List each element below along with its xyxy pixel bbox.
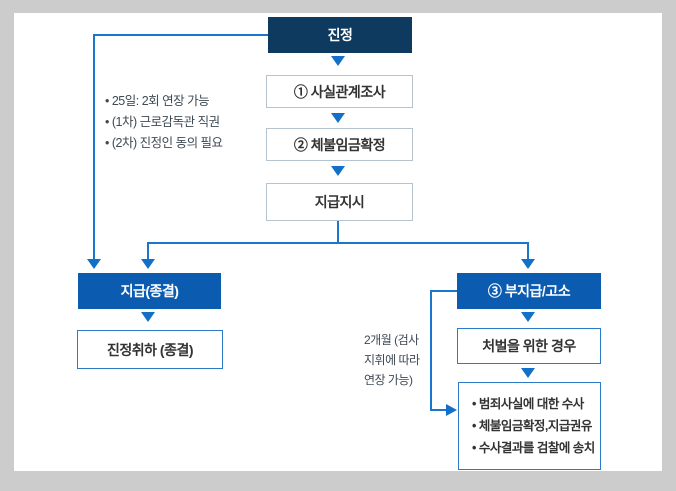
connector-line <box>430 409 446 411</box>
investigation-actions-node: • 범죄사실에 대한 수사 • 체불임금확정,지급권유 • 수사결과를 검찰에 … <box>458 382 601 470</box>
withdrawal-node: 진정취하 (종결) <box>77 330 223 369</box>
arrow-right-icon <box>446 404 457 416</box>
duration-note: 2개월 (검사 지휘에 따라 연장 가능) <box>364 330 420 390</box>
payment-order-node: 지급지시 <box>266 183 413 221</box>
connector-line <box>147 242 529 244</box>
fact-investigation-node: ① 사실관계조사 <box>266 75 413 108</box>
arrow-down-icon <box>331 56 345 66</box>
action-line: • 체불임금확정,지급권유 <box>472 419 592 433</box>
petition-start-node: 진정 <box>268 17 412 53</box>
arrow-down-icon <box>521 368 535 378</box>
connector-line <box>337 221 339 242</box>
connector-line <box>430 290 457 292</box>
arrow-down-icon <box>141 259 155 269</box>
nonpayment-accusation-node: ③ 부지급/고소 <box>457 273 601 309</box>
connector-line <box>527 242 529 260</box>
arrow-down-icon <box>521 312 535 322</box>
arrow-down-icon <box>331 113 345 123</box>
note-line: • (2차) 진정인 동의 필요 <box>105 136 223 150</box>
extension-note: • 25일: 2회 연장 가능 • (1차) 근로감독관 직권 • (2차) 진… <box>105 91 223 154</box>
arrow-down-icon <box>141 312 155 322</box>
note-line: • 25일: 2회 연장 가능 <box>105 94 210 108</box>
action-line: • 수사결과를 검찰에 송치 <box>472 441 595 455</box>
action-line: • 범죄사실에 대한 수사 <box>472 397 584 411</box>
note-line: 2개월 (검사 <box>364 333 419 347</box>
note-line: 지휘에 따라 <box>364 353 420 367</box>
wage-confirmation-node: ② 체불임금확정 <box>266 128 413 161</box>
connector-line <box>93 34 95 259</box>
connector-line <box>430 290 432 410</box>
connector-line <box>147 242 149 260</box>
punishment-case-node: 처벌을 위한 경우 <box>457 328 601 364</box>
arrow-down-icon <box>521 259 535 269</box>
payment-closure-node: 지급(종결) <box>78 273 221 309</box>
arrow-down-icon <box>331 166 345 176</box>
connector-line <box>94 34 268 36</box>
note-line: • (1차) 근로감독관 직권 <box>105 115 220 129</box>
note-line: 연장 가능) <box>364 373 413 387</box>
arrow-down-icon <box>87 259 101 269</box>
